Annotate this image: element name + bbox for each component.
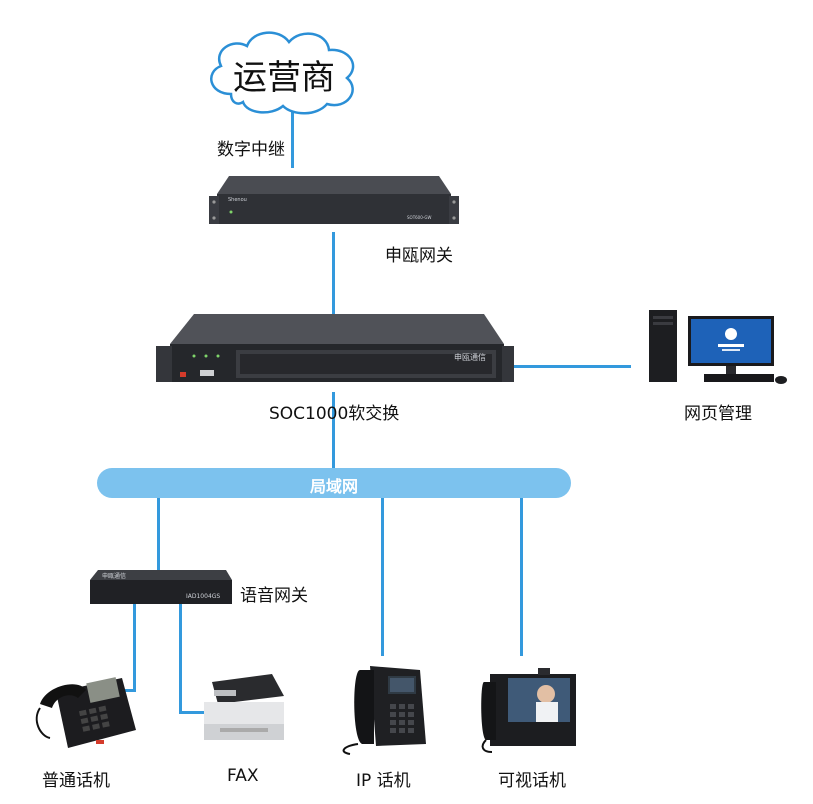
- carrier-cloud: 运营商: [199, 24, 369, 118]
- video-phone-icon: [481, 668, 576, 753]
- gateway-model-text: SOT600-GW: [407, 215, 432, 220]
- softswitch-device: 申瓯通信: [154, 312, 516, 390]
- endpoint-label-analog: 普通话机: [42, 771, 110, 791]
- voice-gateway-label: 语音网关: [240, 586, 308, 606]
- link-voicegateway-phone-v: [133, 603, 136, 691]
- link-voicegateway-phone-h: [119, 689, 136, 692]
- gateway-brand-text: Shenou: [228, 197, 247, 203]
- analog-phone: [26, 664, 138, 754]
- gateway-device: Shenou SOT600-GW: [207, 172, 461, 236]
- carrier-label: 运营商: [233, 58, 335, 98]
- web-admin-label: 网页管理: [684, 404, 752, 424]
- ip-phone: [336, 660, 430, 756]
- link-voicegateway-fax-v: [179, 603, 182, 713]
- cloud-icon: [210, 31, 355, 115]
- softswitch-label: SOC1000软交换: [269, 404, 400, 424]
- endpoint-label-video: 可视话机: [498, 771, 566, 791]
- video-phone: [480, 668, 580, 754]
- link-carrier-gateway: [291, 88, 294, 168]
- link-softswitch-webadmin: [513, 365, 631, 368]
- link-softswitch-lan: [332, 392, 335, 470]
- link-lan-ipphone: [381, 496, 384, 656]
- lan-label: 局域网: [309, 477, 358, 496]
- endpoint-label-fax: FAX: [227, 766, 259, 786]
- link-lan-videophone: [520, 496, 523, 656]
- voice-gateway-device: 申瓯通信 IAD1004GS: [88, 568, 234, 608]
- link-lan-voicegateway: [157, 496, 160, 572]
- softswitch-front-text: 申瓯通信: [454, 353, 486, 362]
- voice-gateway-front-text: 申瓯通信: [102, 573, 127, 580]
- trunk-label: 数字中继: [217, 140, 285, 160]
- gateway-label: 申瓯网关: [385, 246, 453, 266]
- link-gateway-softswitch: [332, 232, 335, 320]
- web-admin-computer: [644, 306, 794, 390]
- fax-machine: [198, 668, 290, 750]
- endpoint-label-ip: IP 话机: [356, 771, 411, 791]
- computer-icon: [649, 310, 787, 384]
- voice-gateway-model-text: IAD1004GS: [186, 593, 221, 600]
- fax-icon: [204, 674, 284, 740]
- ip-phone-icon: [342, 666, 426, 755]
- link-voicegateway-fax-h: [179, 711, 207, 714]
- lan-bar: 局域网: [97, 468, 571, 498]
- desk-phone-icon: [35, 677, 136, 748]
